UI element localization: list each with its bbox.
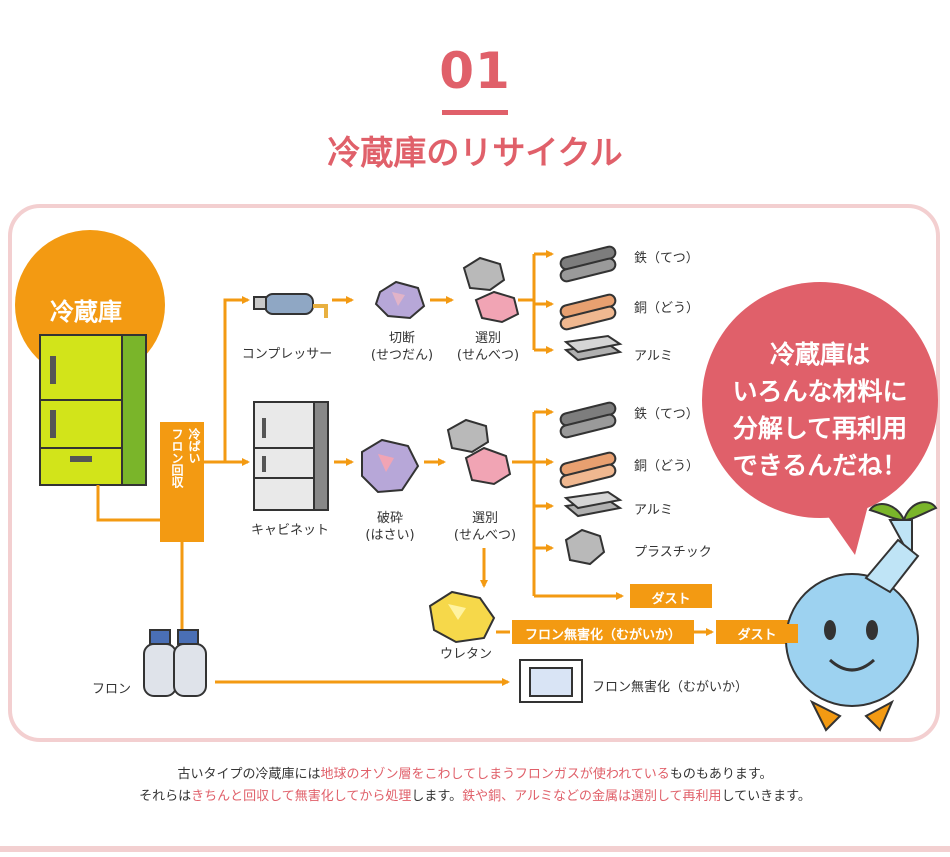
- plastic-scrap-icon: [564, 528, 606, 566]
- crushed-scrap-icon: [361, 438, 420, 494]
- aluminum-sheets-icon-lower: [563, 490, 623, 518]
- compressor-icon: [253, 293, 328, 318]
- freon-recovery-box: [160, 422, 204, 542]
- cut-label: 切断(せつだん): [370, 331, 434, 363]
- iron-label-upper: 鉄（てつ）: [634, 251, 699, 266]
- dust-label-2: ダスト: [716, 624, 798, 643]
- crush-label: 破砕(はさい): [365, 511, 415, 543]
- caption-line-1: 古いタイプの冷蔵庫には地球のオゾン層をこわしてしまうフロンガスが使われているもの…: [177, 767, 773, 782]
- copper-label-upper: 銅（どう）: [634, 301, 700, 316]
- number-underline: [442, 110, 508, 115]
- sorted-scrap-icon-lower: [446, 418, 512, 486]
- iron-label-lower: 鉄（てつ）: [634, 407, 699, 422]
- iron-pipes-icon-upper: [559, 245, 617, 283]
- cabinet-label: キャビネット: [250, 523, 329, 538]
- speech-bubble: [702, 282, 938, 555]
- flask-mascot-character: [785, 501, 938, 732]
- section-number: 01: [439, 42, 511, 100]
- caption: 古いタイプの冷蔵庫には地球のオゾン層をこわしてしまうフロンガスが使われているもの…: [0, 764, 950, 808]
- refrigerator-icon: [39, 334, 147, 486]
- sort-label-lower: 選別(せんべつ): [453, 511, 517, 543]
- copper-label-lower: 銅（どう）: [634, 459, 700, 474]
- dust-label-1: ダスト: [630, 588, 712, 607]
- cut-scrap-icon: [374, 280, 426, 320]
- aluminum-sheets-icon-upper: [563, 334, 623, 362]
- freon-recovery-label: 冷ぱいフロン回収: [170, 428, 201, 488]
- iron-pipes-icon-lower: [559, 401, 617, 439]
- urethane-icon: [428, 590, 496, 644]
- freon-detox-device-label: フロン無害化（むがいか）: [592, 680, 749, 695]
- detox-device-icon: [519, 659, 583, 703]
- bottom-divider: [0, 846, 950, 852]
- cabinet-icon: [253, 401, 329, 511]
- copper-pipes-icon-upper: [559, 293, 617, 331]
- compressor-label: コンプレッサー: [241, 347, 333, 362]
- caption-line-2: それらはきちんと回収して無害化してから処理します。鉄や銅、アルミなどの金属は選別…: [139, 789, 811, 804]
- freon-cylinders-icon: [143, 629, 207, 697]
- speech-bubble-text: 冷蔵庫は いろんな材料に 分解して再利用 できるんだね！: [732, 340, 908, 480]
- sort-label-upper: 選別(せんべつ): [456, 331, 520, 363]
- page-title: 冷蔵庫のリサイクル: [327, 133, 623, 172]
- aluminum-label-upper: アルミ: [634, 349, 673, 364]
- freon-label: フロン: [92, 682, 132, 697]
- plastic-label: プラスチック: [634, 545, 712, 560]
- sorted-scrap-icon: [462, 256, 520, 324]
- fridge-label: 冷蔵庫: [50, 298, 122, 326]
- freon-detox-label: フロン無害化（むがいか）: [512, 624, 694, 643]
- urethane-label: ウレタン: [439, 647, 492, 662]
- copper-pipes-icon-lower: [559, 451, 617, 489]
- aluminum-label-lower: アルミ: [634, 503, 673, 518]
